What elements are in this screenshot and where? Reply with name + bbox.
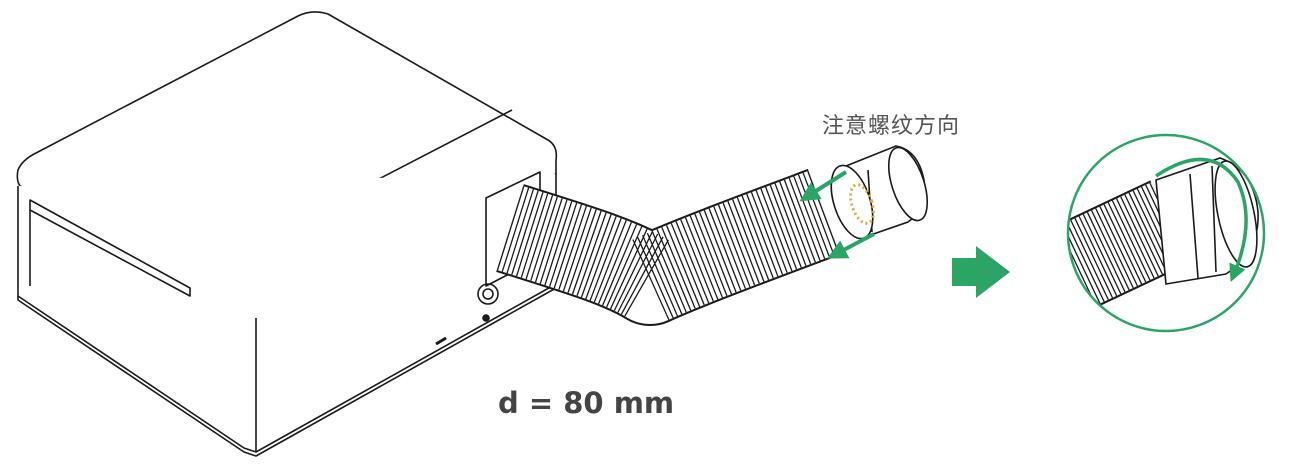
exhaust-hose xyxy=(496,168,841,326)
thread-direction-note: 注意螺纹方向 xyxy=(822,114,961,139)
zoom-detail xyxy=(1066,133,1266,333)
rotate-direction-icon xyxy=(1155,157,1248,283)
next-step-arrow-icon xyxy=(952,246,1010,298)
hose-diameter-label: d = 80 mm xyxy=(498,386,675,420)
hose-connector xyxy=(830,145,929,240)
arrow-lower-icon xyxy=(827,232,875,259)
machine-enclosure xyxy=(16,11,558,457)
arrow-upper-icon xyxy=(799,170,848,202)
alignment-arrows xyxy=(799,170,875,259)
